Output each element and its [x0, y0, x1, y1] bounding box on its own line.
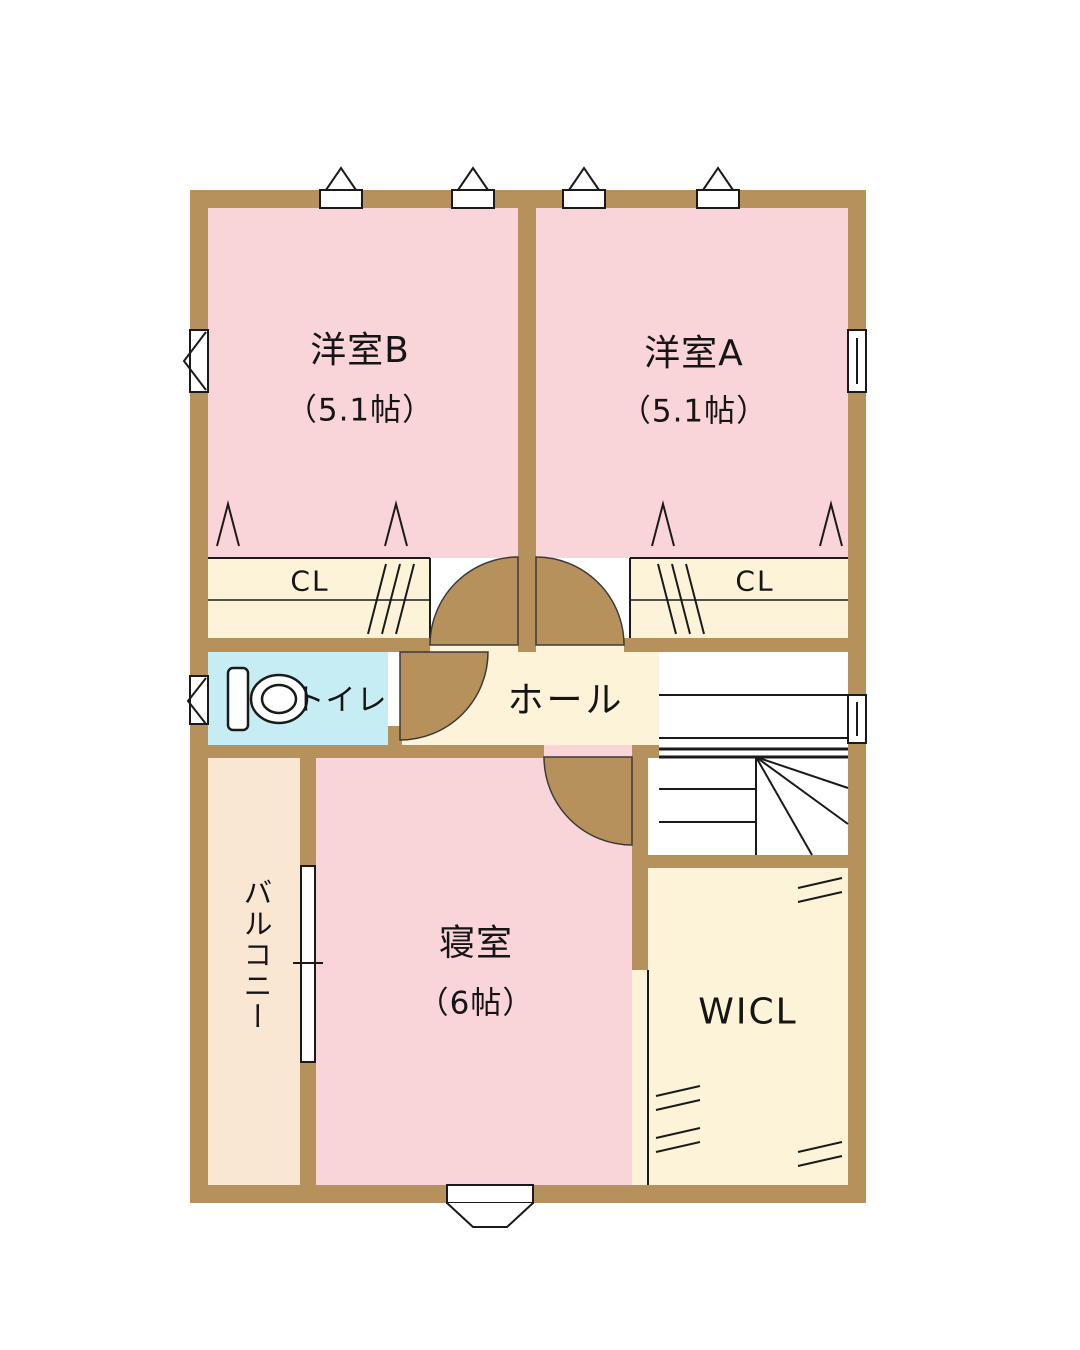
door-toilet — [399, 651, 489, 741]
window-left-lower — [189, 675, 209, 725]
window-left-lower-arrow-icon — [186, 677, 207, 725]
window-top-4-chevron-icon — [702, 166, 734, 191]
closet-left-floor — [208, 558, 430, 638]
closet-chevron-icon — [651, 500, 675, 547]
wall-toilet-hall — [388, 726, 402, 750]
hatch-marks — [367, 563, 843, 1167]
room-b-size-label: （5.1帖） — [285, 392, 435, 429]
wall-bedroom-stairs — [632, 758, 648, 970]
stairs-floor — [659, 652, 848, 855]
closet-left-label: CL — [290, 564, 330, 598]
window-left-upper — [189, 329, 209, 393]
door-bedroom — [543, 756, 633, 846]
window-top-1-chevron-icon — [325, 166, 357, 191]
closet-chevron-icon — [216, 500, 240, 547]
toilet-label: トイレ — [294, 683, 388, 718]
wall-under-closet-left — [208, 638, 430, 652]
hall-label: ホール — [507, 680, 625, 721]
toilet-icon — [226, 666, 309, 732]
wall-hall-bottom-right — [632, 745, 659, 758]
stairs-treads — [659, 694, 849, 856]
wicl-label: WICL — [698, 991, 798, 1033]
window-top-3 — [562, 189, 606, 209]
wall-stairs-bottom — [648, 855, 848, 868]
door-room-a — [535, 556, 625, 646]
windows — [182, 166, 867, 1228]
window-top-3-chevron-icon — [568, 166, 600, 191]
wall-under-closet-right — [624, 638, 848, 652]
balcony-label: バルコニー — [239, 877, 273, 1033]
wall-hall-bottom-left — [190, 745, 544, 758]
bedroom-size-label: （6帖） — [417, 985, 535, 1022]
closet-right-label: CL — [735, 564, 775, 598]
closet-chevron-icon — [819, 500, 843, 547]
window-left-upper-arrow-icon — [182, 331, 207, 391]
wall-center-vertical — [518, 208, 536, 652]
wicl-entry-floor — [632, 970, 648, 1185]
wall-outer-top — [190, 190, 866, 208]
closet-chevrons — [216, 500, 843, 547]
partition-lines — [208, 557, 848, 1185]
window-bottom-bay-icon — [446, 1202, 534, 1228]
bedroom-label: 寝室 — [438, 923, 514, 964]
door-room-b — [429, 556, 519, 646]
window-bottom — [446, 1184, 534, 1204]
room-a-floor — [536, 208, 848, 558]
window-top-2-chevron-icon — [457, 166, 489, 191]
window-top-2 — [451, 189, 495, 209]
room-a-label: 洋室A — [644, 333, 744, 374]
closet-chevron-icon — [384, 500, 408, 547]
room-b-floor — [208, 208, 518, 558]
room-b-label: 洋室B — [310, 330, 410, 371]
window-top-1 — [319, 189, 363, 209]
door-swings — [399, 556, 633, 846]
balcony-floor — [208, 758, 300, 1185]
room-a-size-label: （5.1帖） — [619, 393, 769, 430]
window-top-4 — [696, 189, 740, 209]
